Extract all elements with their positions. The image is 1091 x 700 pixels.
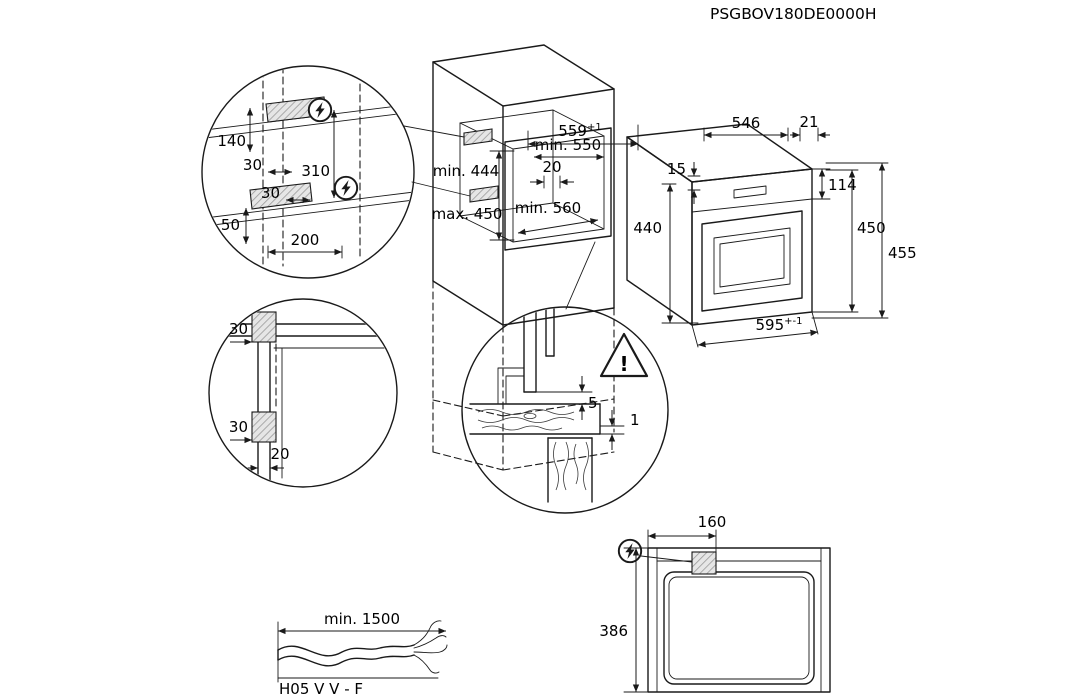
trim-strip-top: [251, 311, 277, 343]
dim-50-label: 50: [221, 216, 240, 234]
outlet-detail-view: 140 30 310 30 50 200: [201, 65, 471, 279]
edge-detail-view: 5 1 !: [461, 306, 669, 514]
outlet-zone-lower: [249, 182, 313, 210]
oven-top-view: 160 386: [599, 513, 831, 693]
dim-total-height-label: 455: [888, 244, 917, 262]
wood-grain: [477, 409, 575, 431]
cabinet-niche: [459, 109, 612, 251]
trim-strip-bottom: [251, 411, 277, 443]
dim-200-label: 200: [291, 231, 320, 249]
cable-view: min. 1500 H05 V V - F: [277, 610, 448, 698]
dim-30-bottom-label: 30: [229, 418, 248, 436]
dim-depth-label: 546: [732, 114, 761, 132]
edge-detail-contents: [469, 308, 625, 503]
top-view-outline: [647, 547, 831, 693]
outlet-zone-lower-marker: [469, 185, 499, 203]
dim-body-height-label: 440: [633, 219, 662, 237]
oven-door: [701, 210, 803, 312]
warning-exclamation: !: [619, 352, 628, 376]
corner-detail-contents: [211, 311, 393, 483]
dim-front-height-label: 450: [857, 219, 886, 237]
oven-view: 559+1 546 21 15 114: [527, 113, 917, 348]
dim-30-lower-label: 30: [261, 184, 280, 202]
detail-circle-outline: [461, 306, 669, 514]
dim-310-label: 310: [301, 162, 330, 180]
corner-detail-view: 30 30 20: [208, 298, 398, 488]
cabinet-dimensions: min. 444 max. 450 min. 550 20 min. 560: [432, 136, 604, 241]
detail-circle-outline: [208, 298, 398, 488]
dim-overhang-label: 21: [799, 113, 818, 131]
dim-depth-386-label: 386: [599, 622, 628, 640]
part-code-label: PSGBOV180DE0000H: [710, 5, 877, 23]
wood-grain: [553, 441, 589, 491]
dim-top-width-label: 559+1: [558, 122, 601, 140]
dim-cable-length-label: min. 1500: [324, 610, 400, 628]
mains-terminal-box: [691, 551, 717, 575]
dim-30-top-label: 30: [229, 320, 248, 338]
cabinet-view: min. 444 max. 450 min. 550 20 min. 560: [432, 44, 615, 471]
dim-1-label: 1: [630, 411, 640, 429]
power-bolt-icon: [617, 538, 643, 564]
dim-5-label: 5: [588, 394, 598, 412]
dim-rear-gap-label: 20: [542, 158, 561, 176]
dim-30-upper-label: 30: [243, 156, 262, 174]
dim-140-label: 140: [217, 132, 246, 150]
dim-20-label: 20: [270, 445, 289, 463]
detail-circle-outline: [201, 65, 415, 279]
oven-dimensions: 559+1 546 21 15 114: [527, 113, 917, 348]
dim-niche-height-min-label: min. 444: [433, 162, 499, 180]
power-bolt-icon: [333, 175, 359, 201]
leader-line: [411, 181, 471, 197]
power-bolt-icon: [307, 97, 333, 123]
leader-line: [640, 555, 693, 563]
dim-terminal-offset-label: 160: [698, 513, 727, 531]
warning-icon: !: [599, 332, 649, 378]
outlet-zone-upper-marker: [463, 128, 493, 146]
dim-niche-width-label: min. 560: [515, 199, 581, 217]
dim-niche-height-max-label: max. 450: [432, 205, 503, 223]
oven-door-window: [713, 227, 791, 295]
cable-type-label: H05 V V - F: [279, 680, 363, 698]
cable-drawing: [277, 620, 448, 674]
leader-line: [565, 241, 596, 310]
cabinet-outline: [432, 44, 615, 471]
dim-front-width-label: 595+-1: [756, 316, 803, 334]
dim-top-inset-label: 15: [667, 160, 686, 178]
leader-line: [403, 125, 465, 138]
